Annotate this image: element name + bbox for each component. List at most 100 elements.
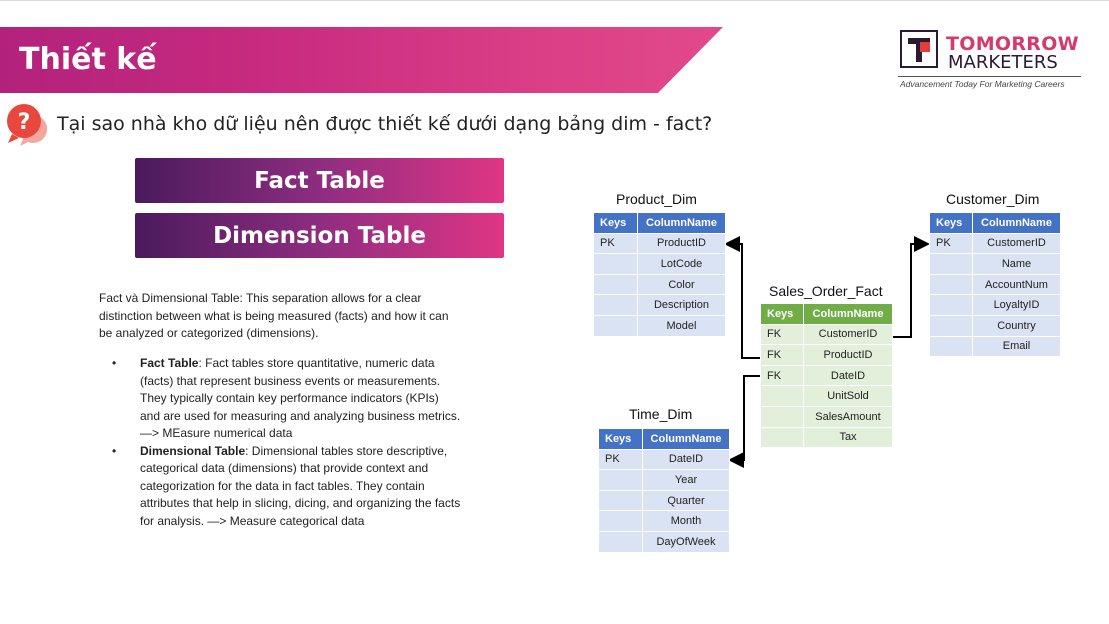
question-text: Tại sao nhà kho dữ liệu nên được thiết k… [57, 113, 713, 135]
table-title-time-dim: Time_Dim [629, 406, 693, 422]
key-cell [593, 294, 638, 316]
product-connector [724, 236, 761, 359]
key-cell [760, 426, 804, 449]
column-cell: CustomerID [972, 232, 1061, 255]
key-cell [598, 510, 643, 532]
table-row: LoyaltyID [929, 294, 1061, 316]
intro-paragraph: Fact và Dimensional Table: This separati… [99, 291, 449, 340]
column-cell: UnitSold [803, 385, 893, 407]
column-cell: CustomerID [803, 323, 893, 346]
table-row: UnitSold [760, 385, 893, 407]
column-cell: Color [637, 273, 726, 296]
header-column: ColumnName [642, 428, 730, 450]
header-column: ColumnName [803, 303, 893, 325]
table-row: DayOfWeek [598, 530, 730, 553]
top-rule [0, 0, 1109, 1]
table-row: Email [929, 335, 1061, 358]
bullet-term: Dimensional Table [140, 443, 246, 458]
key-cell: FK [760, 344, 804, 366]
bullet-list: • Fact Table: Fact tables store quantita… [112, 355, 462, 530]
page-title: Thiết kế [19, 42, 157, 77]
svg-text:?: ? [18, 110, 31, 135]
key-cell [593, 253, 638, 275]
key-cell [593, 273, 638, 296]
logo-tagline: Advancement Today For Marketing Careers [900, 79, 1065, 89]
logo-line1: TOMORROW [946, 33, 1079, 55]
column-cell: Year [642, 469, 730, 491]
column-cell: SalesAmount [803, 405, 893, 428]
table-row: SalesAmount [760, 405, 893, 428]
key-cell: PK [929, 232, 973, 255]
header-column: ColumnName [972, 212, 1061, 234]
table-row: Country [929, 314, 1061, 337]
key-cell [598, 530, 643, 553]
header-keys: Keys [929, 212, 973, 234]
bullet-text: : Fact tables store quantitative, numeri… [140, 356, 461, 440]
question-bubble-icon: ? [7, 104, 48, 146]
customer-connector [893, 236, 930, 338]
table-row: Quarter [598, 489, 730, 512]
column-cell: AccountNum [972, 273, 1061, 296]
logo-line2: MARKETERS [948, 52, 1058, 73]
table-title-product-dim: Product_Dim [616, 191, 697, 207]
key-cell [598, 489, 643, 512]
key-cell [929, 253, 973, 275]
table-row: Color [593, 273, 726, 296]
header-keys: Keys [593, 212, 638, 234]
key-cell: FK [760, 323, 804, 346]
dimension-table-pill: Dimension Table [135, 213, 504, 258]
table-row: Description [593, 294, 726, 316]
table-row: Tax [760, 426, 893, 449]
bullet-term: Fact Table [140, 356, 199, 370]
key-cell: PK [593, 232, 638, 255]
bullet-dimensional-table: • Dimensional Table: Dimensional tables … [112, 443, 462, 531]
key-cell [929, 335, 973, 358]
column-cell: DateID [803, 364, 893, 387]
key-cell: FK [760, 364, 804, 387]
bullet-fact-table: • Fact Table: Fact tables store quantita… [112, 355, 462, 443]
header-keys: Keys [598, 428, 643, 450]
fact-table-pill: Fact Table [135, 158, 504, 203]
logo-divider [898, 76, 1081, 77]
table-row: Name [929, 253, 1061, 275]
table-row: Year [598, 469, 730, 491]
column-cell: DateID [642, 448, 730, 471]
table-title-sales-order-fact: Sales_Order_Fact [769, 283, 883, 299]
column-cell: LoyaltyID [972, 294, 1061, 316]
column-cell: LotCode [637, 253, 726, 275]
column-cell: ProductID [637, 232, 726, 255]
column-cell: Description [637, 294, 726, 316]
key-cell [760, 385, 804, 407]
column-cell: Tax [803, 426, 893, 449]
date-connector [728, 375, 761, 468]
column-cell: DayOfWeek [642, 530, 730, 553]
header-keys: Keys [760, 303, 804, 325]
table-title-customer-dim: Customer_Dim [946, 191, 1040, 207]
title-banner [0, 27, 723, 93]
column-cell: Name [972, 253, 1061, 275]
key-cell: PK [598, 448, 643, 471]
key-cell [593, 314, 638, 337]
column-cell: Month [642, 510, 730, 532]
key-cell [598, 469, 643, 491]
column-cell: Country [972, 314, 1061, 337]
table-row: AccountNum [929, 273, 1061, 296]
table-row: Model [593, 314, 726, 337]
key-cell [929, 273, 973, 296]
key-cell [929, 294, 973, 316]
key-cell [760, 405, 804, 428]
table-row: Month [598, 510, 730, 532]
